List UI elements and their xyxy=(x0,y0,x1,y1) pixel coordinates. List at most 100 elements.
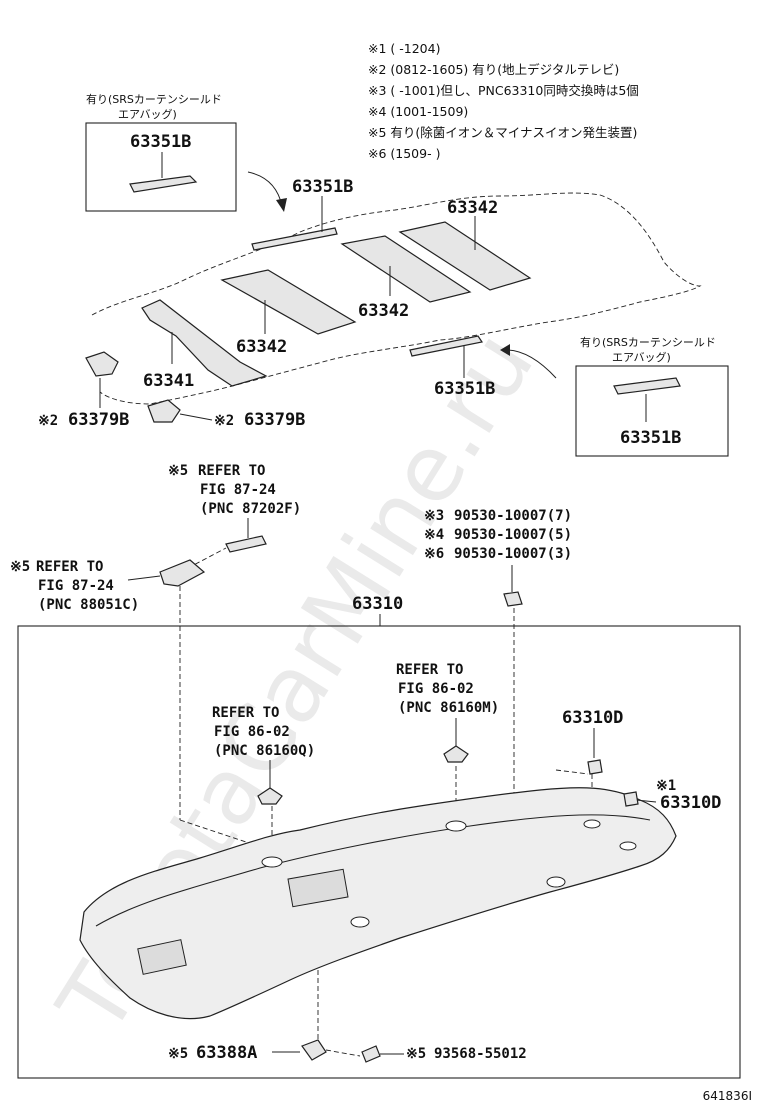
headliner-hole-5 xyxy=(583,819,601,829)
clip-d-right-leader xyxy=(635,799,657,803)
ref-86160Q-line1: REFER TO xyxy=(212,705,279,721)
label-63342-b: 63342 xyxy=(358,301,409,321)
clip-d-top-icon xyxy=(587,759,603,775)
pad-63342-c xyxy=(398,221,532,291)
clip-d-right-icon xyxy=(623,791,639,807)
inset-left: 有り(SRSカーテンシールド エアバッグ) 63351B xyxy=(85,92,287,212)
ref-86160M-line3: (PNC 86160M) xyxy=(398,700,499,716)
inset-right: 有り(SRSカーテンシールド エアバッグ) 63351B xyxy=(500,335,729,457)
headliner-part-label: 63310 xyxy=(352,594,403,614)
note-1: ※1 ( -1204) xyxy=(368,41,440,56)
roof-labels: 63351B 63342 63342 63342 63341 63351B xyxy=(143,177,498,399)
ref-86160M-line2: FIG 86-02 xyxy=(398,681,474,697)
pad-63351B-bottom xyxy=(409,335,483,357)
label-63351B-top: 63351B xyxy=(292,177,353,197)
ref-88051C-line1: REFER TO xyxy=(36,559,103,575)
bottom-right-part: 93568-55012 xyxy=(434,1046,527,1062)
pad-63351B-top xyxy=(251,227,338,251)
screw-2-part: 90530-10007(5) xyxy=(454,527,572,543)
headliner-section: 63310 xyxy=(17,586,741,1079)
inset-left-arrowhead xyxy=(276,198,287,212)
figure-id: 641836I xyxy=(703,1089,752,1103)
bottom-left-mark: ※5 xyxy=(168,1046,188,1062)
label-63342-a: 63342 xyxy=(236,337,287,357)
screw-93568-icon xyxy=(361,1045,381,1063)
screws-90530: ※3 90530-10007(7) ※4 90530-10007(5) ※6 9… xyxy=(424,508,572,607)
inset-left-caption-2: エアバッグ) xyxy=(118,107,177,121)
ref-87202F-line3: (PNC 87202F) xyxy=(200,501,301,517)
headliner-opening-front xyxy=(137,939,187,975)
screw-2-mark: ※4 xyxy=(424,527,444,543)
label-63342-c: 63342 xyxy=(447,198,498,218)
leader-clip-right xyxy=(179,413,213,421)
inset-right-pad-icon xyxy=(613,377,681,395)
bottom-right-mark: ※5 xyxy=(406,1046,426,1062)
note-2: ※2 (0812-1605) 有り(地上デジタルテレビ) xyxy=(368,62,619,77)
clip-left-part: 63379B xyxy=(68,410,129,430)
inset-right-caption-2: エアバッグ) xyxy=(612,350,671,364)
screw-3-part: 90530-10007(3) xyxy=(454,546,572,562)
part-63388A-icon xyxy=(301,1039,327,1061)
ref-86160Q: REFER TO FIG 86-02 (PNC 86160Q) xyxy=(212,705,315,805)
headliner-hole-6 xyxy=(619,841,637,851)
inset-right-arrowhead xyxy=(500,344,510,356)
clip-right-part: 63379B xyxy=(244,410,305,430)
headliner-inner-edge xyxy=(95,814,651,927)
clips-63379B: ※2 63379B ※2 63379B xyxy=(38,351,305,430)
speaker-m-icon xyxy=(443,745,469,763)
ref-87202F-line2: FIG 87-24 xyxy=(200,482,276,498)
pad-63342-b xyxy=(340,235,472,303)
clip-63379B-left-icon xyxy=(85,351,119,377)
headliner-hole-2 xyxy=(445,820,467,832)
pad-63342-a xyxy=(220,269,357,335)
ref-88051C-leader xyxy=(127,575,161,581)
ref-88051C: ※5 REFER TO FIG 87-24 (PNC 88051C) xyxy=(10,559,206,613)
inset-left-part-label: 63351B xyxy=(130,132,191,152)
notes-block: ※1 ( -1204) ※2 (0812-1605) 有り(地上デジタルテレビ)… xyxy=(368,41,639,161)
headliner-hole-3 xyxy=(350,916,370,928)
screw-1-part: 90530-10007(7) xyxy=(454,508,572,524)
note-5: ※5 有り(除菌イオン＆マイナスイオン発生装置) xyxy=(368,125,637,140)
speaker-q-icon xyxy=(257,787,283,805)
ref-87202F: ※5 REFER TO FIG 87-24 (PNC 87202F) xyxy=(168,463,301,569)
ion-generator-rod-icon xyxy=(225,535,267,553)
inset-right-box xyxy=(575,365,729,457)
ion-generator-unit-icon xyxy=(159,559,206,587)
ion-generator-connector-line xyxy=(187,547,227,569)
clip-d-top-label: 63310D xyxy=(562,708,623,728)
note-3: ※3 ( -1001)但し、PNC63310同時交換時は5個 xyxy=(368,83,639,98)
ref-87202F-line1: REFER TO xyxy=(198,463,265,479)
bottom-left-part: 63388A xyxy=(196,1043,257,1063)
label-63351B-bottom: 63351B xyxy=(434,379,495,399)
roof-outline xyxy=(91,192,702,405)
ref-86160M-line1: REFER TO xyxy=(396,662,463,678)
headliner-hole-4 xyxy=(546,876,566,888)
clip-right-mark: ※2 xyxy=(214,413,234,429)
inset-right-caption-1: 有り(SRSカーテンシールド xyxy=(580,335,716,349)
headliner-hole-1 xyxy=(261,856,283,868)
clips-63310D: 63310D ※1 63310D xyxy=(555,708,721,813)
screw-clip-icon xyxy=(503,591,523,607)
headliner-opening-center xyxy=(287,868,349,908)
clip-63379B-right-icon xyxy=(147,399,181,423)
bottom-parts: ※5 63388A ※5 93568-55012 xyxy=(168,1039,527,1063)
headliner-body xyxy=(79,787,677,1020)
screw-1-mark: ※3 xyxy=(424,508,444,524)
inset-left-pad-icon xyxy=(129,175,198,193)
headliner-frame xyxy=(17,625,741,1079)
ref-88051C-line3: (PNC 88051C) xyxy=(38,597,139,613)
roof-panel xyxy=(91,192,702,405)
ref-86160Q-line3: (PNC 86160Q) xyxy=(214,743,315,759)
clip-d-right-mark: ※1 xyxy=(656,778,676,794)
inset-left-box xyxy=(85,122,237,212)
inset-left-caption-1: 有り(SRSカーテンシールド xyxy=(86,92,222,106)
ref-86160M: REFER TO FIG 86-02 (PNC 86160M) xyxy=(396,662,499,763)
note-4: ※4 (1001-1509) xyxy=(368,104,468,119)
ref-87202F-mark: ※5 xyxy=(168,463,188,479)
bottom-link-line xyxy=(325,1049,361,1057)
ref-86160Q-line2: FIG 86-02 xyxy=(214,724,290,740)
clip-d-right-label: 63310D xyxy=(660,793,721,813)
clip-d-link-line xyxy=(555,769,589,775)
label-63341: 63341 xyxy=(143,371,194,391)
